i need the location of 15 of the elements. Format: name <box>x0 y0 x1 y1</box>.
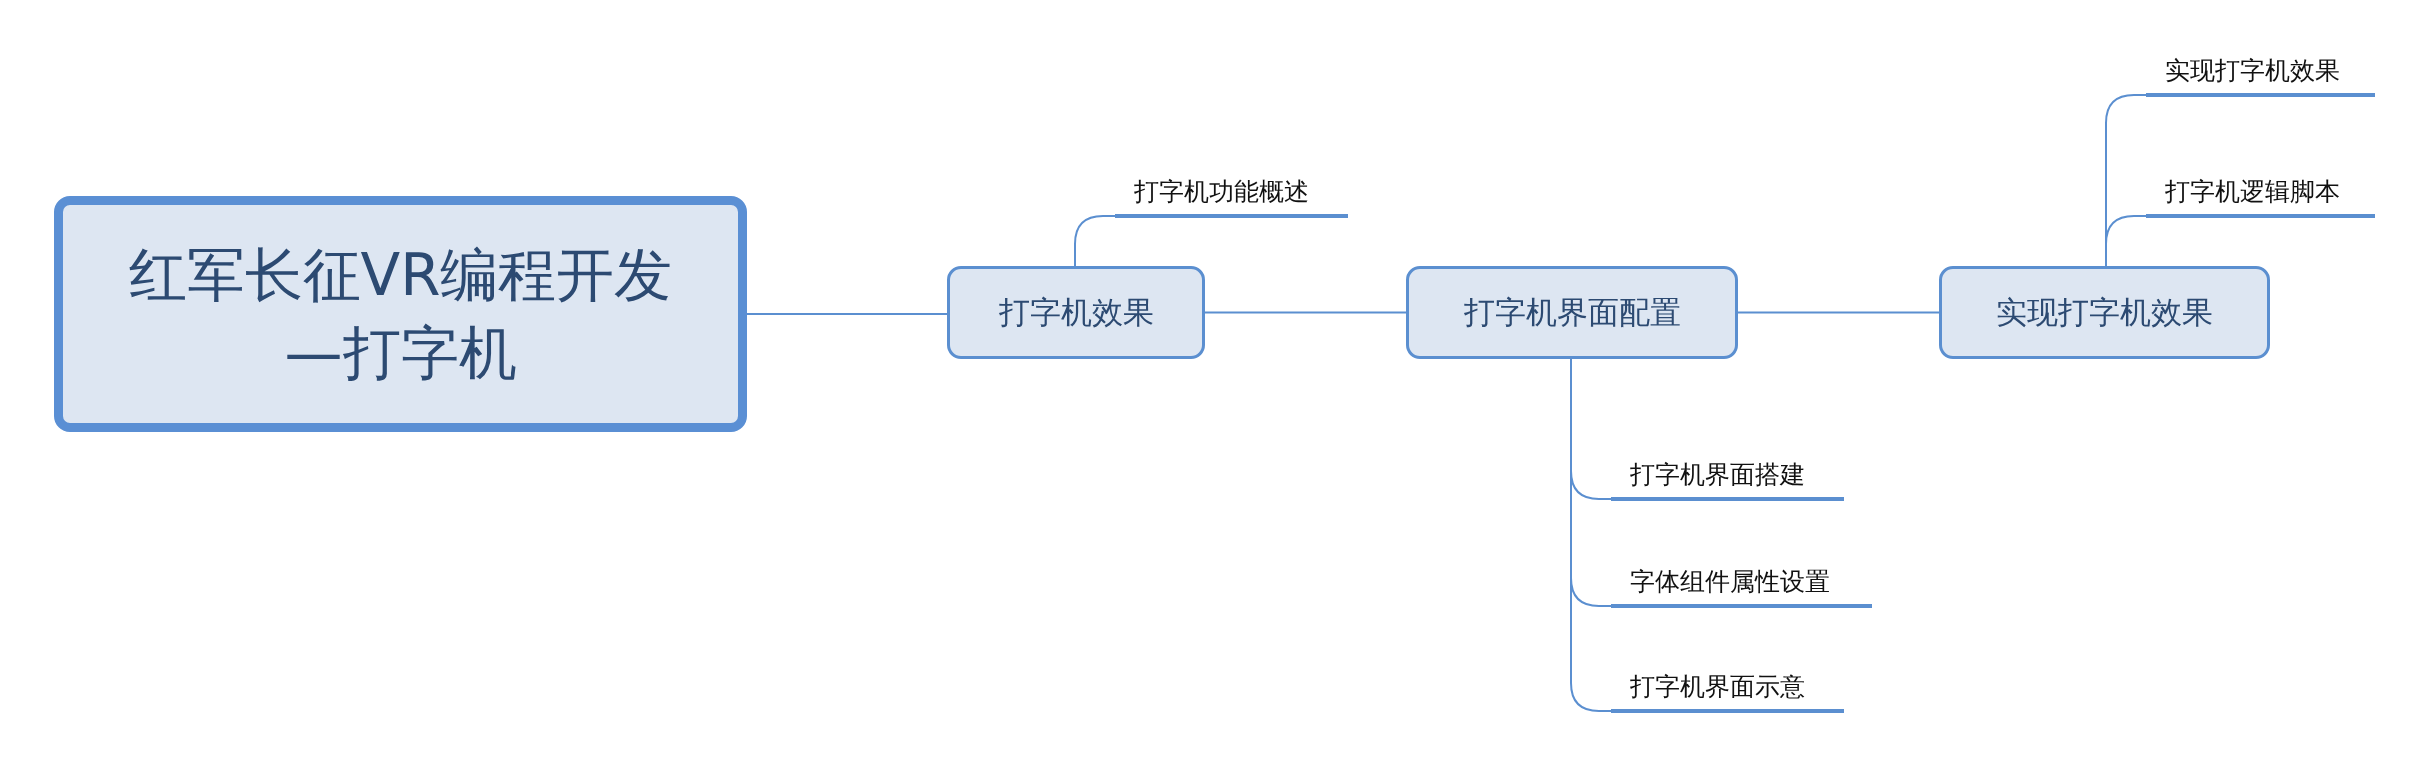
central-topic-box: 红军长征VR编程开发—打字机 <box>54 196 747 432</box>
connector-line <box>1204 311 1407 314</box>
underlined-topic: 打字机界面示意 <box>1611 663 1844 713</box>
topic-box: 打字机效果 <box>947 266 1205 359</box>
connector-line <box>2105 215 2147 267</box>
underlined-topic: 打字机功能概述 <box>1115 168 1348 218</box>
connector-line <box>1737 311 1940 314</box>
topic-box: 打字机界面配置 <box>1406 266 1738 359</box>
topic-box: 实现打字机效果 <box>1939 266 2270 359</box>
connector-line <box>746 313 948 315</box>
underlined-topic: 打字机界面搭建 <box>1611 451 1844 501</box>
underlined-topic: 打字机逻辑脚本 <box>2146 168 2375 218</box>
underlined-topic: 实现打字机效果 <box>2146 47 2375 97</box>
connector-line <box>1074 215 1116 267</box>
underlined-topic: 字体组件属性设置 <box>1611 558 1872 608</box>
